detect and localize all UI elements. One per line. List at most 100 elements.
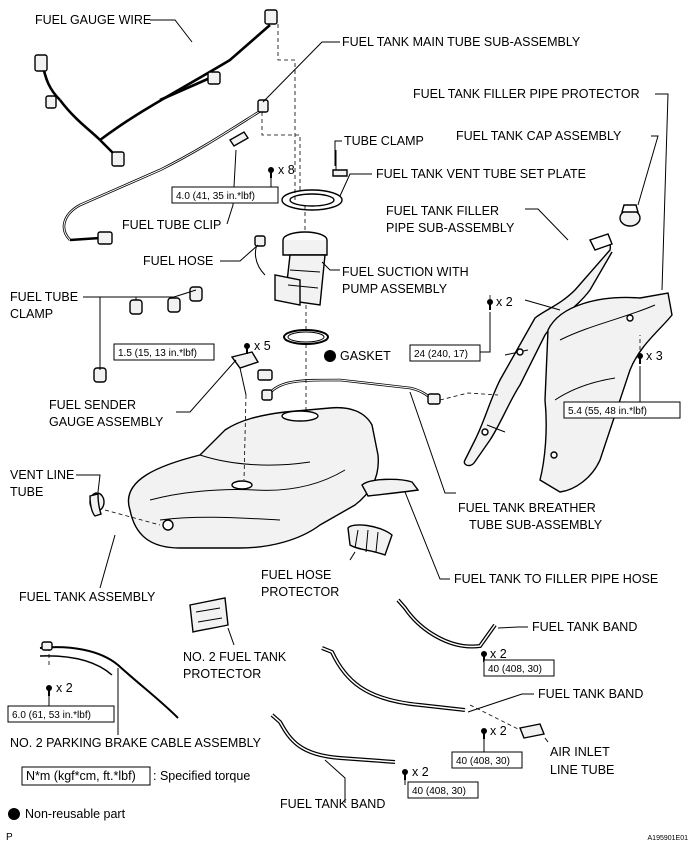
- bolt-icon: [637, 353, 643, 364]
- torque-spec-boxes: 4.0 (41, 35 in.*lbf) 1.5 (15, 13 in.*lbf…: [7, 186, 681, 799]
- non-reusable-icon: [324, 350, 336, 362]
- bolt-icon: [481, 728, 487, 739]
- label-gasket: GASKET: [340, 349, 391, 363]
- qty-1: x 8: [278, 163, 295, 177]
- label-fuel-tube-clip: FUEL TUBE CLIP: [122, 218, 221, 232]
- no2-fuel-tank-protector-drawing: [189, 597, 229, 633]
- callout-labels: FUEL GAUGE WIRE FUEL TANK MAIN TUBE SUB-…: [10, 13, 658, 811]
- torque-box-2: 1.5 (15, 13 in.*lbf): [118, 348, 197, 359]
- filler-pipe-protector-drawing: [539, 292, 673, 493]
- filler-pipe-drawing: [463, 233, 613, 467]
- vent-tube-set-plate-drawing: [281, 150, 348, 211]
- torque-box-frame: [171, 186, 279, 204]
- quantity-labels: x 8 x 5 x 2 x 3 x 2 x 2 x 2 x 2: [56, 163, 663, 779]
- label-fuel-hose: FUEL HOSE: [143, 254, 213, 268]
- label-tube-clamp: TUBE CLAMP: [344, 134, 424, 148]
- legend-torque-box: N*m (kgf*cm, ft.*lbf): [26, 769, 136, 783]
- torque-box-3: 24 (240, 17): [414, 349, 468, 360]
- legend-non-reusable: Non-reusable part: [25, 807, 126, 821]
- fuel-tube-clamps-drawing: [93, 286, 203, 383]
- parking-brake-cable-drawing: [39, 641, 179, 719]
- torque-box-1: 4.0 (41, 35 in.*lbf): [176, 191, 255, 202]
- label-no2-protector-line2: PROTECTOR: [183, 667, 261, 681]
- label-breather-line1: FUEL TANK BREATHER: [458, 501, 596, 515]
- qty-5: x 2: [56, 681, 73, 695]
- bolt-icon: [268, 167, 274, 178]
- torque-box-frame: [451, 751, 523, 769]
- label-fuel-tank-assembly: FUEL TANK ASSEMBLY: [19, 590, 156, 604]
- qty-6: x 2: [490, 647, 507, 661]
- torque-box-5: 6.0 (61, 53 in.*lbf): [12, 710, 91, 721]
- legend: N*m (kgf*cm, ft.*lbf) : Specified torque…: [8, 766, 250, 821]
- label-filler-pipe-protector: FUEL TANK FILLER PIPE PROTECTOR: [413, 87, 640, 101]
- label-suction-line2: PUMP ASSEMBLY: [342, 282, 448, 296]
- fuel-suction-pump-drawing: [254, 231, 328, 306]
- label-vent-tube-set-plate: FUEL TANK VENT TUBE SET PLATE: [376, 167, 586, 181]
- label-fuel-gauge-wire: FUEL GAUGE WIRE: [35, 13, 151, 27]
- legend-torque-box-frame: [21, 766, 151, 786]
- label-fuel-tank-band-3: FUEL TANK BAND: [280, 797, 385, 811]
- label-air-inlet-line2: LINE TUBE: [550, 763, 614, 777]
- torque-box-frame: [7, 705, 115, 723]
- non-reusable-icon: [8, 808, 20, 820]
- label-fuel-tank-band-1: FUEL TANK BAND: [532, 620, 637, 634]
- qty-3: x 2: [496, 295, 513, 309]
- torque-box-frame: [563, 401, 681, 419]
- label-main-tube: FUEL TANK MAIN TUBE SUB-ASSEMBLY: [342, 35, 581, 49]
- fuel-tank-band-3-drawing: [270, 713, 396, 764]
- gasket-drawing: [283, 329, 329, 345]
- torque-box-frame: [409, 344, 481, 362]
- label-hose-protector-line2: PROTECTOR: [261, 585, 339, 599]
- fuel-tank-band-1-drawing: [396, 598, 497, 649]
- label-filler-pipe-line2: PIPE SUB-ASSEMBLY: [386, 221, 515, 235]
- breather-tube-drawing: [261, 378, 441, 405]
- label-vent-line-line1: VENT LINE: [10, 468, 74, 482]
- torque-box-frame: [407, 781, 479, 799]
- qty-2: x 5: [254, 339, 271, 353]
- label-suction-line1: FUEL SUCTION WITH: [342, 265, 469, 279]
- label-fuel-tank-band-2: FUEL TANK BAND: [538, 687, 643, 701]
- vent-line-tube-drawing: [89, 492, 105, 517]
- torque-box-7: 40 (408, 30): [456, 756, 510, 767]
- qty-4: x 3: [646, 349, 663, 363]
- bolt-icons: [46, 167, 643, 780]
- fuel-tank-cap-drawing: [619, 204, 641, 227]
- label-filler-pipe-line1: FUEL TANK FILLER: [386, 204, 499, 218]
- fuel-tank-drawing: [127, 406, 379, 549]
- bolt-icon: [402, 769, 408, 780]
- leader-lines: [48, 19, 669, 803]
- bolt-icon: [487, 299, 493, 310]
- label-vent-line-line2: TUBE: [10, 485, 43, 499]
- footer-code: A195901E01: [648, 835, 689, 842]
- label-breather-line2: TUBE SUB-ASSEMBLY: [469, 518, 603, 532]
- fuel-hose-protector-drawing: [347, 524, 393, 556]
- torque-box-frame: [113, 343, 215, 361]
- bolt-icon: [481, 651, 487, 662]
- torque-box-4: 5.4 (55, 48 in.*lbf): [568, 406, 647, 417]
- tank-to-filler-hose-drawing: [361, 478, 420, 497]
- assembly-guide-lines: [48, 24, 641, 731]
- gasket-label-group: GASKET: [324, 349, 391, 363]
- label-parking-brake-cable: NO. 2 PARKING BRAKE CABLE ASSEMBLY: [10, 736, 262, 750]
- footer-left: P: [6, 832, 13, 843]
- label-fuel-tube-clamp-line1: FUEL TUBE: [10, 290, 78, 304]
- label-tank-to-filler-hose: FUEL TANK TO FILLER PIPE HOSE: [454, 572, 658, 586]
- bolt-icon: [46, 685, 52, 696]
- fuel-sender-gauge-drawing: [230, 351, 273, 396]
- fuel-gauge-wire-drawing: [34, 9, 278, 245]
- fuel-tube-clip-drawing: [229, 131, 249, 147]
- label-fuel-tube-clamp-line2: CLAMP: [10, 307, 53, 321]
- torque-box-8: 40 (408, 30): [412, 786, 466, 797]
- label-sender-line1: FUEL SENDER: [49, 398, 136, 412]
- label-hose-protector-line1: FUEL HOSE: [261, 568, 331, 582]
- air-inlet-line-tube-drawing: [519, 723, 545, 739]
- torque-box-frame: [483, 659, 555, 677]
- legend-torque-text: : Specified torque: [153, 769, 250, 783]
- torque-box-6: 40 (408, 30): [488, 664, 542, 675]
- footer: P A195901E01: [6, 832, 688, 843]
- label-cap-assembly: FUEL TANK CAP ASSEMBLY: [456, 129, 622, 143]
- qty-7: x 2: [490, 724, 507, 738]
- label-air-inlet-line1: AIR INLET: [550, 745, 610, 759]
- fuel-tank-band-2-drawing: [321, 646, 466, 712]
